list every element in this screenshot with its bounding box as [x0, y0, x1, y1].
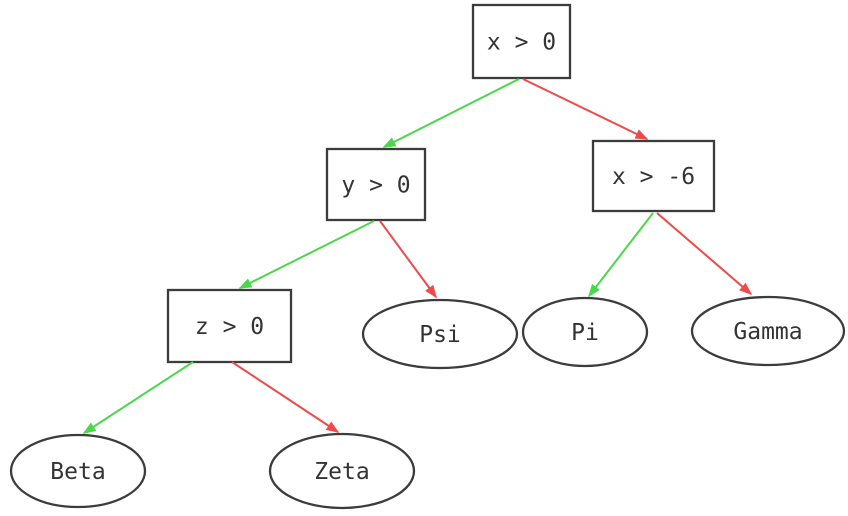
- leaf-node-psi: Psi: [361, 298, 519, 370]
- node-label: y > 0: [341, 173, 410, 199]
- leaf-node-beta: Beta: [9, 433, 147, 509]
- decision-node-xm6: x > -6: [591, 139, 716, 213]
- leaf-node-zeta: Zeta: [268, 432, 416, 510]
- edges-layer: [82, 78, 753, 434]
- decision-node-root: x > 0: [471, 3, 572, 80]
- edge-y0-psi-red: [379, 220, 437, 299]
- node-label: x > 0: [487, 30, 556, 56]
- node-label: Gamma: [733, 319, 802, 345]
- leaf-node-gamma: Gamma: [690, 295, 846, 367]
- decision-box: [591, 139, 716, 213]
- node-label: Psi: [419, 322, 461, 348]
- decision-node-z0: z > 0: [166, 288, 293, 364]
- node-label: z > 0: [195, 314, 264, 340]
- edge-root-y0-green: [382, 78, 520, 148]
- decision-box: [325, 147, 427, 222]
- edge-z0-zeta-red: [231, 361, 340, 433]
- leaf-ellipse: [690, 295, 846, 367]
- node-label: Pi: [571, 320, 599, 346]
- decision-box: [166, 288, 293, 364]
- node-label: Zeta: [314, 459, 369, 485]
- leaf-ellipse: [361, 298, 519, 370]
- edge-xm6-pi-green: [588, 212, 654, 298]
- edge-z0-beta-green: [82, 361, 194, 434]
- edge-y0-z0-green: [238, 220, 375, 289]
- decision-node-y0: y > 0: [325, 147, 427, 222]
- edge-xm6-gamma-red: [656, 212, 753, 295]
- leaf-ellipse: [268, 432, 416, 510]
- leaf-ellipse: [521, 296, 649, 368]
- node-label: Beta: [50, 459, 105, 485]
- node-label: x > -6: [612, 164, 695, 190]
- edge-root-xm6-red: [522, 78, 649, 140]
- leaf-ellipse: [9, 433, 147, 509]
- leaf-node-pi: Pi: [521, 296, 649, 368]
- decision-box: [471, 3, 572, 80]
